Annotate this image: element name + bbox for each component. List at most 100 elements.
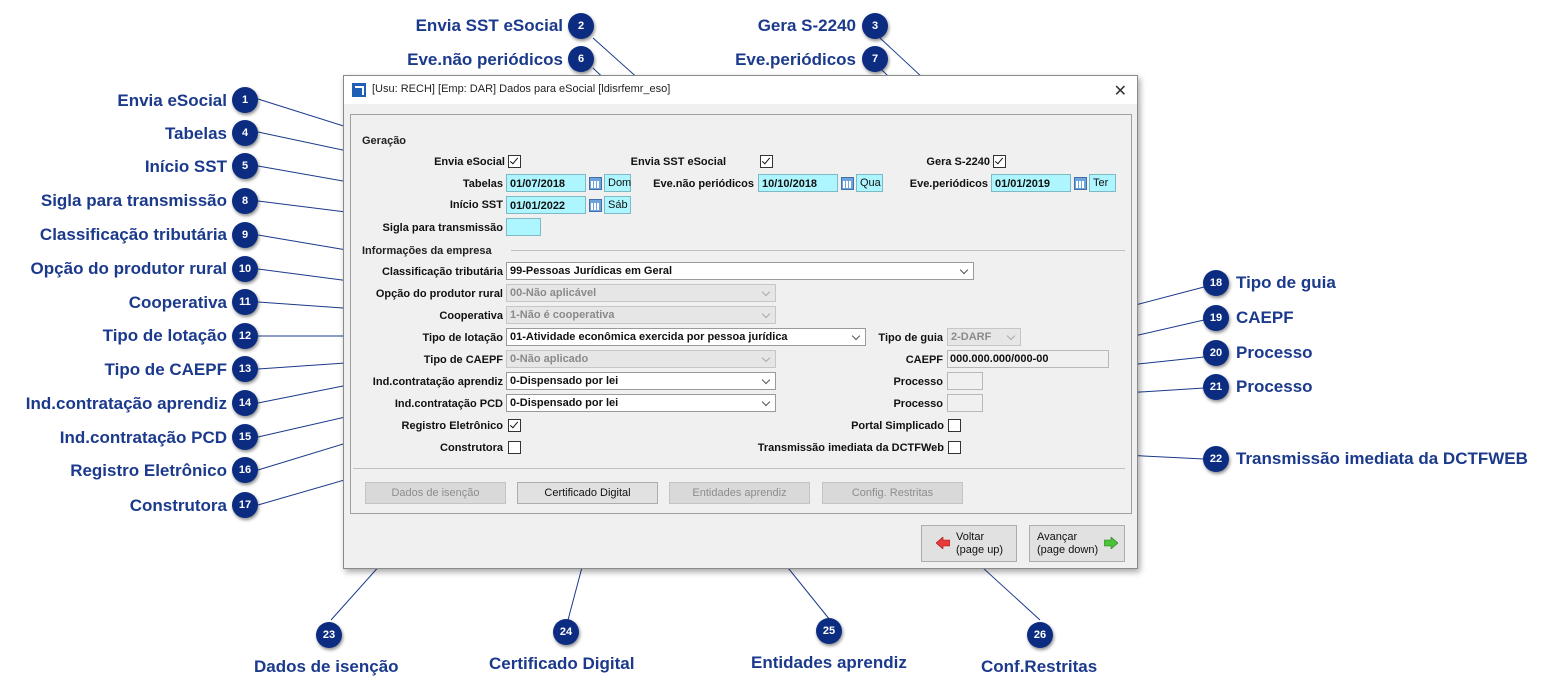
processo1-field[interactable] — [947, 372, 983, 390]
tipo-caepf-select: 0-Não aplicado — [506, 350, 776, 368]
arrow-right-icon — [1104, 537, 1118, 549]
opcao-produtor-select: 00-Não aplicável — [506, 284, 776, 302]
calendar-icon[interactable] — [589, 199, 602, 212]
calendar-icon[interactable] — [841, 177, 854, 190]
voltar-label: Voltar — [956, 531, 985, 543]
window-title: [Usu: RECH] [Emp: DAR] Dados para eSocia… — [372, 83, 671, 95]
callout-label: Opção do produtor rural — [30, 259, 227, 278]
callout-badge: 12 — [232, 323, 258, 349]
callout-badge: 22 — [1203, 446, 1229, 472]
callout-label: CAEPF — [1236, 308, 1294, 327]
callout-label: Tipo de CAEPF — [104, 360, 227, 379]
ind-pcd-select[interactable]: 0-Dispensado por lei — [506, 394, 776, 412]
callout-label: Construtora — [129, 496, 227, 515]
tipo-lotacao-label: Tipo de lotação — [422, 332, 503, 344]
callout-label: Cooperativa — [128, 293, 227, 312]
ind-aprendiz-select[interactable]: 0-Dispensado por lei — [506, 372, 776, 390]
callout-label: Sigla para transmissão — [40, 191, 227, 210]
callout-label: Ind.contratação PCD — [59, 428, 227, 447]
app-icon — [352, 83, 366, 97]
construtora-label: Construtora — [440, 442, 503, 454]
callout-badge: 9 — [232, 222, 258, 248]
callout-badge: 2 — [568, 13, 594, 39]
esocial-dialog: [Usu: RECH] [Emp: DAR] Dados para eSocia… — [343, 75, 1138, 569]
registro-checkbox[interactable] — [508, 419, 521, 432]
callout-badge: 14 — [232, 390, 258, 416]
eve-nao-periodicos-date-field[interactable]: 10/10/2018 — [758, 174, 838, 192]
tabelas-day: Dom — [604, 174, 631, 192]
gera-s2240-checkbox[interactable] — [993, 155, 1006, 168]
envia-esocial-label: Envia eSocial — [434, 156, 505, 168]
callout-badge: 13 — [232, 356, 258, 382]
envia-sst-label: Envia SST eSocial — [630, 156, 726, 168]
callout-label: Registro Eletrônico — [70, 461, 227, 480]
callout-label: Tipo de guia — [1236, 273, 1336, 292]
inicio-sst-date-field[interactable]: 01/01/2022 — [506, 196, 586, 214]
callout-badge: 11 — [232, 289, 258, 315]
cooperativa-label: Cooperativa — [439, 310, 503, 322]
processo1-label: Processo — [893, 376, 943, 388]
chevron-down-icon — [759, 395, 775, 411]
transmissao-label: Transmissão imediata da DCTFWeb — [757, 442, 944, 454]
sigla-input[interactable] — [506, 218, 541, 236]
callout-label: Processo — [1236, 377, 1313, 396]
tipo-lotacao-select[interactable]: 01-Atividade econômica exercida por pess… — [506, 328, 866, 346]
registro-label: Registro Eletrônico — [401, 420, 503, 432]
callout-badge: 26 — [1027, 622, 1053, 648]
tabelas-date-field[interactable]: 01/07/2018 — [506, 174, 586, 192]
callout-badge: 24 — [553, 619, 579, 645]
calendar-icon[interactable] — [589, 177, 602, 190]
callout-badge: 21 — [1203, 374, 1229, 400]
transmissao-checkbox[interactable] — [948, 441, 961, 454]
config-restritas-button[interactable]: Config. Restritas — [822, 482, 963, 504]
classificacao-select[interactable]: 99-Pessoas Jurídicas em Geral — [506, 262, 974, 280]
processo2-field[interactable] — [947, 394, 983, 412]
avancar-hint: (page down) — [1037, 544, 1099, 556]
cooperativa-value: 1-Não é cooperativa — [510, 309, 615, 321]
classificacao-value: 99-Pessoas Jurídicas em Geral — [510, 265, 673, 277]
calendar-icon[interactable] — [1074, 177, 1087, 190]
callout-badge: 15 — [232, 424, 258, 450]
callout-label: Envia eSocial — [117, 91, 227, 110]
callout-badge: 20 — [1203, 340, 1229, 366]
tipo-guia-value: 2-DARF — [951, 331, 992, 343]
chevron-down-icon — [759, 351, 775, 367]
ind-pcd-value: 0-Dispensado por lei — [510, 397, 619, 409]
callout-label: Tipo de lotação — [102, 326, 227, 345]
title-bar: [Usu: RECH] [Emp: DAR] Dados para eSocia… — [344, 76, 1137, 104]
ind-pcd-label: Ind.contratação PCD — [394, 398, 503, 410]
avancar-label: Avançar — [1037, 531, 1078, 543]
construtora-checkbox[interactable] — [508, 441, 521, 454]
eve-nao-periodicos-day: Qua — [856, 174, 883, 192]
callout-label: Entidades aprendiz — [751, 653, 907, 672]
opcao-produtor-label: Opção do produtor rural — [375, 288, 503, 300]
callout-badge: 4 — [232, 120, 258, 146]
dados-isencao-button[interactable]: Dados de isenção — [365, 482, 506, 504]
eve-periodicos-date-field[interactable]: 01/01/2019 — [991, 174, 1071, 192]
close-icon[interactable]: ✕ — [1113, 83, 1127, 100]
section-divider — [511, 250, 1125, 251]
entidades-button[interactable]: Entidades aprendiz — [669, 482, 810, 504]
callout-label: Início SST — [144, 157, 227, 176]
callout-badge: 16 — [232, 457, 258, 483]
chevron-down-icon — [759, 285, 775, 301]
ind-aprendiz-value: 0-Dispensado por lei — [510, 375, 619, 387]
callout-label: Processo — [1236, 343, 1313, 362]
certificado-button[interactable]: Certificado Digital — [517, 482, 658, 504]
ind-aprendiz-label: Ind.contratação aprendiz — [372, 376, 503, 388]
voltar-button[interactable]: Voltar (page up) — [921, 525, 1017, 562]
chevron-down-icon — [759, 307, 775, 323]
opcao-produtor-value: 00-Não aplicável — [510, 287, 597, 299]
envia-sst-checkbox[interactable] — [760, 155, 773, 168]
callout-label: Eve.periódicos — [735, 50, 856, 69]
eve-periodicos-day: Ter — [1089, 174, 1116, 192]
inicio-sst-label: Início SST — [449, 199, 503, 211]
sigla-label: Sigla para transmissão — [382, 222, 503, 234]
portal-checkbox[interactable] — [948, 419, 961, 432]
avancar-button[interactable]: Avançar (page down) — [1029, 525, 1125, 562]
callout-label: Classificação tributária — [39, 225, 227, 244]
caepf-field[interactable]: 000.000.000/000-00 — [947, 350, 1109, 368]
section-empresa: Informações da empresa — [362, 245, 492, 257]
envia-esocial-checkbox[interactable] — [508, 155, 521, 168]
processo2-label: Processo — [893, 398, 943, 410]
